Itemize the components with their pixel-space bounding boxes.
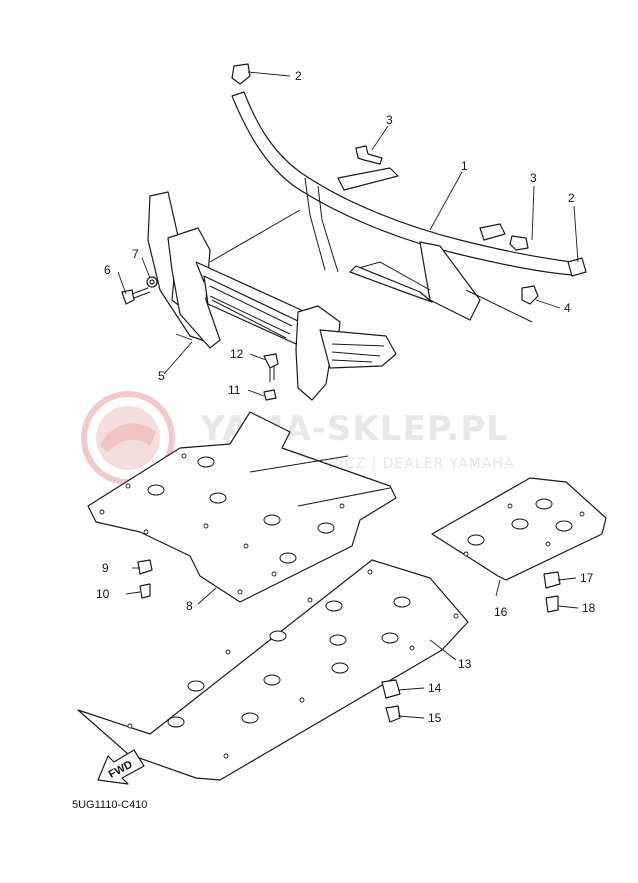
callout-4: 4 (564, 301, 571, 315)
skid-plate-main (77, 559, 469, 781)
callout-6: 6 (104, 263, 111, 277)
skid-plate-main-holes (127, 569, 459, 759)
callout-13: 13 (458, 657, 472, 671)
bolt-part-12 (263, 353, 279, 382)
callout-7: 7 (132, 247, 139, 261)
callout-18: 18 (582, 601, 596, 615)
bolt-part-4 (521, 285, 539, 305)
callout-17: 17 (580, 571, 594, 585)
callout-2a: 2 (295, 69, 302, 83)
grommet-part-17 (543, 571, 561, 589)
callout-14: 14 (428, 681, 442, 695)
callout-3b: 3 (530, 171, 537, 185)
grommet-part-14 (381, 679, 401, 699)
diagram-code: 5UG1110-C410 (72, 799, 147, 811)
grommet-part-9 (137, 559, 153, 575)
callout-15: 15 (428, 711, 442, 725)
callout-2b: 2 (568, 191, 575, 205)
bolt-part-18 (545, 595, 559, 613)
callout-10: 10 (96, 587, 110, 601)
skid-plate-front (87, 411, 397, 603)
nut-part-11 (263, 389, 277, 401)
bolts-top (355, 145, 529, 251)
callout-16: 16 (494, 605, 508, 619)
callout-12: 12 (230, 347, 244, 361)
skid-plate-front-holes (99, 453, 345, 595)
skid-plate-side (431, 477, 607, 581)
bolt-part-6 (121, 287, 151, 305)
callout-9: 9 (102, 561, 109, 575)
callout-5: 5 (158, 369, 165, 383)
callout-3a: 3 (386, 113, 393, 127)
front-guard-frame (209, 91, 573, 323)
bolt-part-15 (385, 705, 401, 723)
front-bumper-guard (147, 191, 397, 401)
end-caps (231, 63, 587, 277)
callout-numbers: 1 2 2 3 3 4 5 6 7 8 9 10 11 12 13 14 15 … (96, 69, 596, 725)
callout-8: 8 (186, 599, 193, 613)
bolt-part-10 (139, 583, 151, 599)
leader-lines (117, 71, 579, 719)
callout-1: 1 (461, 159, 468, 173)
washer-part-7 (146, 276, 158, 288)
forward-direction-arrow: FWD (97, 749, 145, 785)
callout-11: 11 (228, 383, 241, 397)
skid-plate-side-holes (463, 498, 585, 557)
